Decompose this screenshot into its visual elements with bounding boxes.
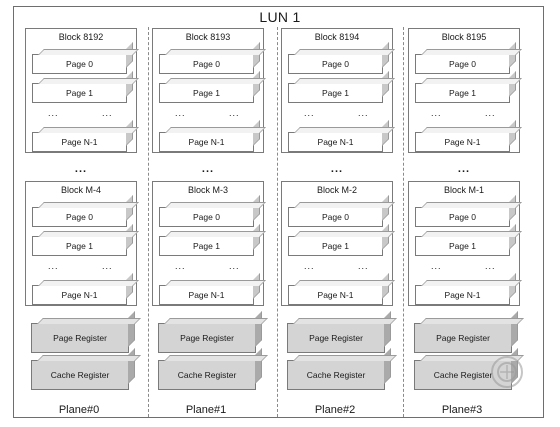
plane-label: Plane#1 (185, 404, 227, 416)
ellipsis: ... (48, 108, 59, 118)
ellipsis: ... (358, 108, 369, 118)
page: Page 0 (159, 54, 254, 74)
ellipsis: ... (485, 261, 496, 271)
lun-title: LUN 1 (259, 9, 301, 25)
page-register: Page Register (414, 323, 512, 353)
ellipsis: ... (48, 261, 59, 271)
page: Page 0 (159, 207, 254, 227)
block-title: Block M-1 (443, 185, 484, 195)
plane-divider (403, 27, 404, 417)
plane-divider (148, 27, 149, 417)
page-register: Page Register (31, 323, 129, 353)
ellipsis: ... (431, 108, 442, 118)
page: Page N-1 (288, 285, 383, 305)
page: Page 1 (415, 83, 510, 103)
ellipsis: ... (485, 108, 496, 118)
page: Page N-1 (415, 132, 510, 152)
ellipsis: ... (229, 108, 240, 118)
cache-register: Cache Register (287, 360, 385, 390)
plane-label: Plane#3 (441, 404, 483, 416)
page: Page N-1 (159, 132, 254, 152)
block-title: Block 8195 (441, 32, 487, 42)
block-title: Block 8194 (314, 32, 360, 42)
block-title: Block M-2 (316, 185, 357, 195)
plane-label: Plane#2 (314, 404, 356, 416)
ellipsis: ... (229, 261, 240, 271)
page: Page 0 (32, 54, 127, 74)
plane-label: Plane#0 (58, 404, 100, 416)
block-title: Block M-4 (60, 185, 101, 195)
ellipsis: ... (175, 261, 186, 271)
page: Page N-1 (288, 132, 383, 152)
page: Page 0 (288, 207, 383, 227)
between-blocks-ellipsis: ... (74, 163, 88, 175)
ellipsis: ... (102, 261, 113, 271)
ellipsis: ... (175, 108, 186, 118)
page-register: Page Register (158, 323, 256, 353)
page: Page 1 (288, 83, 383, 103)
page-register: Page Register (287, 323, 385, 353)
page: Page N-1 (415, 285, 510, 305)
cache-register: Cache Register (158, 360, 256, 390)
page: Page 0 (288, 54, 383, 74)
ellipsis: ... (304, 261, 315, 271)
page: Page 1 (32, 236, 127, 256)
ellipsis: ... (304, 108, 315, 118)
ellipsis: ... (431, 261, 442, 271)
plane-divider (277, 27, 278, 417)
page: Page 0 (415, 207, 510, 227)
block-title: Block 8192 (58, 32, 104, 42)
page: Page 1 (32, 83, 127, 103)
block-title: Block 8193 (185, 32, 231, 42)
circular-logo-icon (491, 356, 523, 388)
between-blocks-ellipsis: ... (330, 163, 344, 175)
lun-frame (13, 6, 544, 418)
page: Page N-1 (32, 285, 127, 305)
page: Page 1 (159, 83, 254, 103)
page: Page N-1 (32, 132, 127, 152)
page: Page 1 (159, 236, 254, 256)
page: Page N-1 (159, 285, 254, 305)
block-title: Block M-3 (187, 185, 228, 195)
between-blocks-ellipsis: ... (201, 163, 215, 175)
between-blocks-ellipsis: ... (457, 163, 471, 175)
cache-register: Cache Register (31, 360, 129, 390)
page: Page 1 (288, 236, 383, 256)
ellipsis: ... (358, 261, 369, 271)
page: Page 0 (415, 54, 510, 74)
page: Page 0 (32, 207, 127, 227)
page: Page 1 (415, 236, 510, 256)
cache-register: Cache Register (414, 360, 512, 390)
ellipsis: ... (102, 108, 113, 118)
